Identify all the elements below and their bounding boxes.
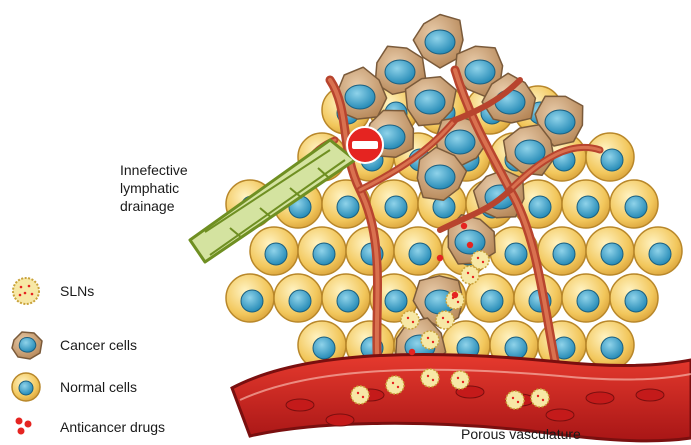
legend-item-anticancer-drugs: Anticancer drugs (8, 410, 165, 444)
normal-cell (586, 133, 634, 181)
sln-particle (421, 369, 439, 387)
normal-cell (370, 180, 418, 228)
legend-item-cancer-cells: Cancer cells (8, 328, 137, 362)
legend-label-cancer-cells: Cancer cells (60, 337, 137, 353)
sln-particle (531, 389, 549, 407)
normal-cell (322, 274, 370, 322)
normal-cell (250, 227, 298, 275)
sln-particle (436, 311, 454, 329)
sln-particle (506, 391, 524, 409)
porous-vasculature-label: Porous vasculature (461, 425, 581, 443)
red-blood-cell (286, 399, 314, 411)
sln-particle (421, 331, 439, 349)
sln-particle (351, 386, 369, 404)
red-blood-cell (326, 414, 354, 426)
drug-particle (452, 292, 458, 298)
normal-cell (562, 274, 610, 322)
lymphatic-drainage-label: Innefective lymphatic drainage (120, 161, 188, 215)
normal-cell (610, 274, 658, 322)
normal-cell (394, 227, 442, 275)
normal-cell (586, 227, 634, 275)
sln-particle (401, 311, 419, 329)
sln-particle (386, 376, 404, 394)
legend-label-normal-cells: Normal cells (60, 379, 137, 395)
sln-particle (461, 266, 479, 284)
drug-particle (467, 242, 473, 248)
normal-cell (538, 227, 586, 275)
red-blood-cell (636, 389, 664, 401)
legend-label-anticancer-drugs: Anticancer drugs (60, 419, 165, 435)
normal-cell (634, 227, 682, 275)
normal-cell-icon (8, 370, 48, 404)
normal-cell (298, 227, 346, 275)
normal-cell (226, 274, 274, 322)
normal-cell (562, 180, 610, 228)
normal-cell (610, 180, 658, 228)
sln-particle (451, 371, 469, 389)
normal-cell (274, 274, 322, 322)
drug-particle (461, 223, 467, 229)
drug-particle (437, 255, 443, 261)
legend-item-normal-cells: Normal cells (8, 370, 137, 404)
red-blood-cell (546, 409, 574, 421)
legend-label-slns: SLNs (60, 283, 94, 299)
cancer-cell-icon (8, 328, 48, 362)
anticancer-drug-icon (8, 410, 48, 444)
blocked-drainage-icon (347, 127, 383, 163)
normal-cell (586, 321, 634, 369)
drug-particle (409, 349, 415, 355)
red-blood-cell (586, 392, 614, 404)
sln-icon (8, 274, 48, 308)
legend-item-slns: SLNs (8, 274, 94, 308)
